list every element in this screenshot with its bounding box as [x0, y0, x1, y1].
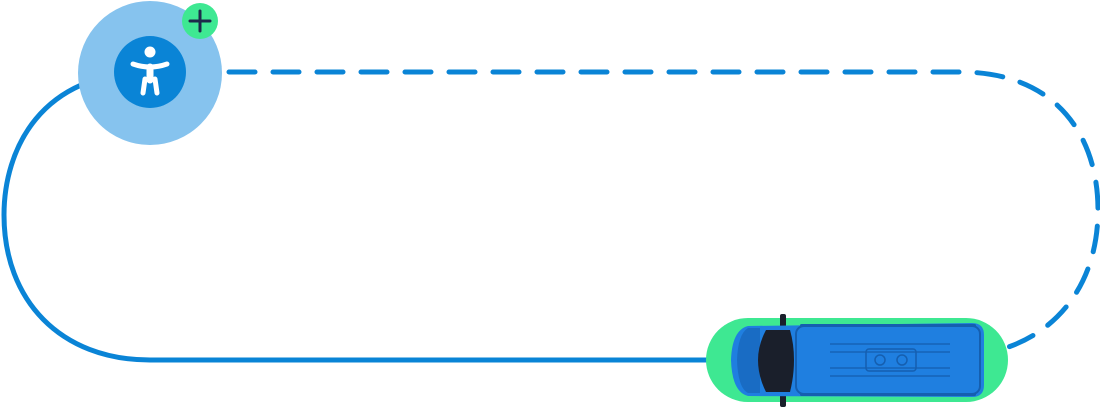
plus-icon — [188, 9, 212, 33]
van-icon — [731, 314, 984, 407]
route-dashed-line — [182, 69, 1100, 355]
accessibility-icon — [130, 46, 170, 96]
route-solid-line — [1, 69, 723, 363]
add-badge — [182, 3, 218, 39]
start-marker — [78, 1, 222, 145]
vehicle-marker — [706, 314, 1008, 407]
